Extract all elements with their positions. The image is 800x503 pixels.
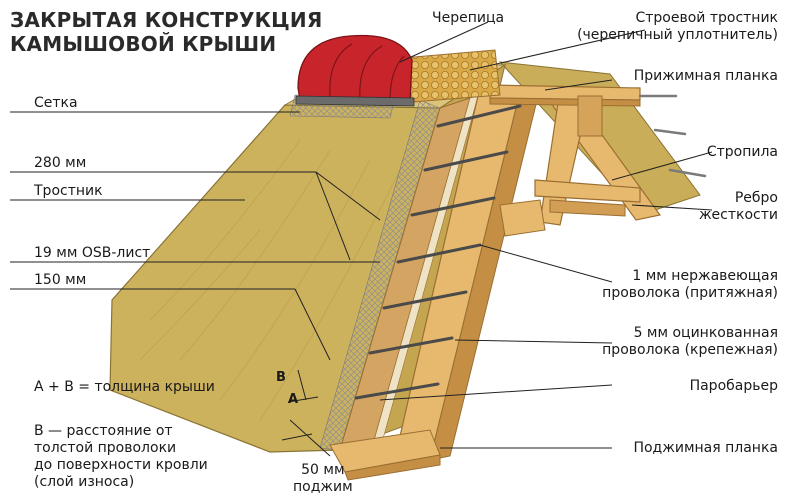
- label-b-description: B — расстояние от толстой проволоки до п…: [34, 423, 208, 491]
- label-rebro-zhestkosti: Ребро жесткости: [699, 190, 778, 224]
- label-formula: A + B = толщина крыши: [34, 379, 215, 395]
- label-150mm: 150 мм: [34, 272, 87, 288]
- ridge-tile-seams: [329, 43, 405, 101]
- ridge-tile: [297, 34, 413, 103]
- label-1mm-wire-line-2: проволока (притяжная): [602, 285, 778, 301]
- label-stroevoy-line-1: Строевой тростник: [635, 10, 778, 26]
- fixing-wires: [354, 104, 522, 400]
- letter-b: B: [276, 370, 286, 385]
- label-5mm-wire: 5 мм оцинкованная проволока (крепежная): [602, 325, 778, 359]
- label-cherepitsa: Черепица: [432, 10, 505, 26]
- label-b-desc-line-1: B — расстояние от: [34, 423, 173, 439]
- label-280mm: 280 мм: [34, 155, 87, 171]
- label-b-desc-line-2: толстой проволоки: [34, 440, 177, 456]
- label-stropila: Стропила: [706, 144, 778, 160]
- ridge-bolts: [638, 94, 707, 178]
- label-rebro-line-1: Ребро: [734, 190, 778, 206]
- label-50mm-podzhim: 50 мм поджим: [293, 462, 353, 496]
- label-trostnik: Тростник: [34, 183, 103, 199]
- bottom-plank-face: [344, 454, 441, 481]
- label-podzhim-line-1: 50 мм: [301, 462, 345, 478]
- label-b-desc-line-3: до поверхности кровли: [34, 457, 208, 473]
- label-1mm-wire-line-1: 1 мм нержавеющая: [632, 268, 778, 284]
- label-setka: Сетка: [34, 95, 78, 111]
- label-5mm-wire-line-1: 5 мм оцинкованная: [633, 325, 778, 341]
- label-1mm-wire: 1 мм нержавеющая проволока (притяжная): [602, 268, 778, 302]
- label-parobarier: Паробарьер: [689, 378, 778, 394]
- label-podzhimnaya-planka: Поджимная планка: [633, 440, 778, 456]
- label-stroevoy-trostnik: Строевой тростник (черепичный уплотнител…: [577, 10, 778, 44]
- label-stroevoy-line-2: (черепичный уплотнитель): [577, 27, 778, 43]
- label-b-desc-line-4: (слой износа): [34, 474, 135, 490]
- label-podzhim-line-2: поджим: [293, 479, 353, 495]
- label-osb: 19 мм OSB-лист: [34, 245, 151, 261]
- label-prizhimnaya-planka: Прижимная планка: [633, 68, 778, 84]
- ridge-truss: [489, 84, 662, 237]
- leader-lines: [10, 21, 713, 457]
- title-line-2: КАМЫШОВОЙ КРЫШИ: [10, 32, 277, 56]
- label-5mm-wire-line-2: проволока (крепежная): [602, 342, 778, 358]
- label-rebro-line-2: жесткости: [698, 207, 778, 223]
- press-bar-top: [295, 95, 415, 107]
- letter-a: A: [288, 392, 299, 407]
- title-line-1: ЗАКРЫТАЯ КОНСТРУКЦИЯ: [10, 8, 323, 32]
- page-title: ЗАКРЫТАЯ КОНСТРУКЦИЯ КАМЫШОВОЙ КРЫШИ: [10, 8, 322, 56]
